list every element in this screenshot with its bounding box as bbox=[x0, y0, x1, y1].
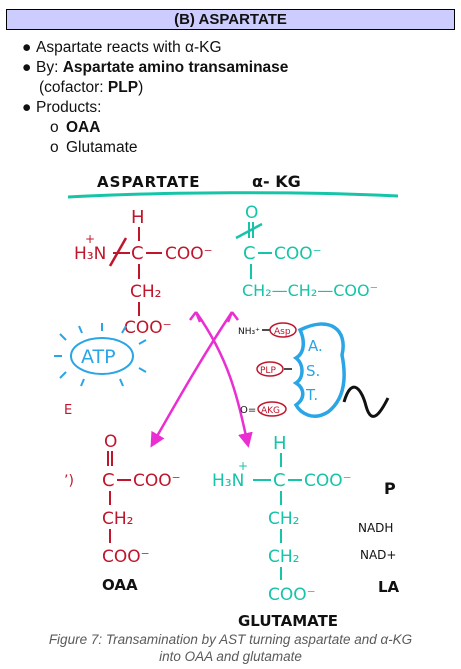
enzyme-letter-a: A. bbox=[308, 337, 323, 355]
sub-bullet-icon: o bbox=[50, 139, 59, 156]
enzyme-asp-label: Asp bbox=[274, 327, 291, 337]
enzyme-letter-t: T. bbox=[305, 386, 318, 404]
product-item-oaa: o OAA bbox=[50, 119, 101, 136]
enzyme-asp-oval bbox=[269, 322, 297, 338]
oaa-coo-bottom: COO⁻ bbox=[102, 547, 150, 567]
akg-o: O bbox=[245, 203, 258, 223]
product-item-glutamate: o Glutamate bbox=[50, 139, 138, 156]
enzyme-akg-label: AKG bbox=[261, 406, 280, 416]
glutamate-label: GLUTAMATE bbox=[238, 612, 338, 630]
oaa-structure: O C COO⁻ CH₂ COO⁻ bbox=[102, 432, 181, 567]
akg-c: C bbox=[243, 243, 256, 264]
bullet-reacts: ● Aspartate reacts with α-KG bbox=[22, 39, 222, 56]
akg-chain: CH₂—CH₂—COO⁻ bbox=[242, 281, 378, 300]
caption-line-2: into OAA and glutamate bbox=[159, 649, 302, 664]
atp-burst bbox=[54, 323, 147, 387]
enzyme-plp-label: PLP bbox=[260, 366, 276, 376]
oaa-c: C bbox=[102, 470, 115, 491]
asp-ch2: CH₂ bbox=[130, 282, 161, 302]
right-edge-nadh: NADH bbox=[358, 521, 393, 535]
glutamate-structure: H + H₃N C COO⁻ CH₂ CH₂ COO⁻ bbox=[212, 433, 352, 605]
asp-coo-bottom: COO⁻ bbox=[124, 318, 172, 338]
glu-nh3: H₃N bbox=[212, 471, 244, 491]
asp-coo-right: COO⁻ bbox=[165, 244, 213, 264]
glu-plus: + bbox=[238, 459, 248, 473]
enzyme-akg-oval bbox=[257, 401, 287, 417]
oaa-coo-right: COO⁻ bbox=[133, 471, 181, 491]
right-edge-p: P bbox=[384, 479, 396, 498]
aspartate-structure: H + H₃N C COO⁻ CH₂ COO⁻ bbox=[74, 207, 213, 338]
arrow-akg-to-oaa bbox=[150, 311, 234, 448]
arrow-asp-to-glu bbox=[194, 311, 253, 448]
enzyme-body bbox=[292, 322, 346, 418]
bullet-products: ● Products: bbox=[22, 99, 102, 116]
enzyme-letter-s: S. bbox=[306, 362, 320, 380]
enzyme-name: Aspartate amino transaminase bbox=[62, 59, 289, 76]
bullet-cofactor: (cofactor: PLP) bbox=[39, 79, 144, 96]
right-edge-nad: NAD+ bbox=[360, 548, 396, 562]
bullet-dot-icon: ● bbox=[22, 99, 32, 116]
enzyme-o: O= bbox=[240, 405, 256, 416]
arrow-top-heads bbox=[189, 311, 239, 323]
akg-structure: O C COO⁻ CH₂—CH₂—COO⁻ bbox=[235, 203, 378, 300]
asp-nh3: H₃N bbox=[74, 244, 106, 264]
oaa-ch2: CH₂ bbox=[102, 509, 133, 529]
bullet-list: ● Aspartate reacts with α-KG ● By: Aspar… bbox=[22, 38, 288, 158]
akg-coo-right: COO⁻ bbox=[274, 244, 322, 264]
asp-c: C bbox=[131, 243, 144, 264]
left-edge-mark-2: ’) bbox=[64, 473, 74, 489]
glu-c: C bbox=[273, 470, 286, 491]
glu-h: H bbox=[273, 433, 287, 454]
enzyme-plp-oval bbox=[256, 361, 284, 377]
transamination-figure: ASPARTATE α- KG H + H₃N C COO⁻ CH₂ COO⁻ … bbox=[54, 172, 400, 630]
section-title-text: (B) ASPARTATE bbox=[174, 11, 287, 28]
oaa-o: O bbox=[104, 432, 117, 452]
section-title: (B) ASPARTATE bbox=[6, 9, 455, 30]
glu-ch2-2: CH₂ bbox=[268, 547, 299, 567]
bullet-dot-icon: ● bbox=[22, 39, 32, 56]
right-edge-la: LA bbox=[378, 578, 400, 596]
header-underline bbox=[67, 191, 399, 199]
caption-line-1: Figure 7: Transamination by AST turning … bbox=[48, 632, 413, 647]
asp-h: H bbox=[131, 207, 145, 228]
figure-caption: Figure 7: Transamination by AST turning … bbox=[0, 631, 461, 665]
bullet-enzyme: ● By: Aspartate amino transaminase bbox=[22, 59, 289, 76]
enzyme-nh3: NH₃⁺ bbox=[238, 327, 260, 337]
asp-plus: + bbox=[85, 232, 95, 246]
enzyme-tail bbox=[342, 385, 390, 418]
atp-label: ATP bbox=[81, 346, 116, 368]
left-edge-mark-1: E bbox=[64, 403, 72, 418]
oaa-label: OAA bbox=[102, 576, 138, 594]
cofactor-name: PLP bbox=[107, 79, 139, 96]
glu-ch2-1: CH₂ bbox=[268, 509, 299, 529]
glu-coo-bottom: COO⁻ bbox=[268, 585, 316, 605]
sub-bullet-icon: o bbox=[50, 119, 59, 136]
bullet-dot-icon: ● bbox=[22, 59, 32, 76]
figure-header-aspartate: ASPARTATE bbox=[97, 173, 201, 191]
glu-coo-right: COO⁻ bbox=[304, 471, 352, 491]
figure-header-akg: α- KG bbox=[252, 172, 301, 191]
